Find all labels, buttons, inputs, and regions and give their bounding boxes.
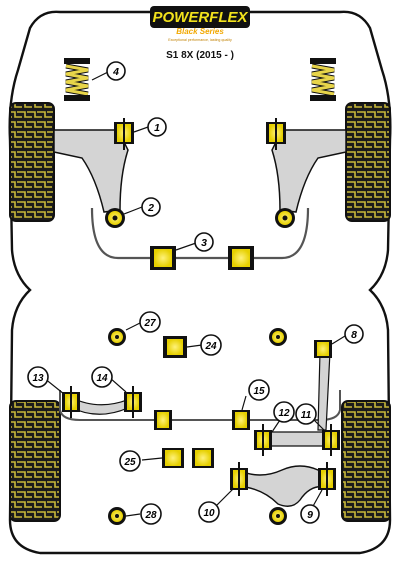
callout-1-label: 1 bbox=[154, 122, 160, 134]
callout-24-label: 24 bbox=[204, 341, 217, 352]
callout-15-label: 15 bbox=[253, 386, 265, 397]
callout-4: 4 bbox=[106, 61, 126, 81]
bush-rear-9 bbox=[318, 462, 336, 496]
bush-rear-12 bbox=[254, 424, 272, 456]
callout-2-label: 2 bbox=[147, 202, 154, 214]
callout-4-label: 4 bbox=[112, 66, 119, 78]
wheel-front-right bbox=[345, 102, 391, 222]
callout-9: 9 bbox=[300, 504, 320, 524]
bush-rear-28-left bbox=[108, 507, 126, 525]
brand-tagline: Exceptional performance, lasting quality bbox=[168, 38, 232, 42]
rear-lateral-link bbox=[261, 431, 331, 447]
bush-rear-11 bbox=[322, 424, 340, 456]
callout-13: 13 bbox=[27, 366, 49, 388]
callout-3: 3 bbox=[194, 232, 214, 252]
bush-rear-28-right bbox=[269, 507, 287, 525]
callout-9-label: 9 bbox=[307, 509, 313, 521]
bush-rear-mount-left bbox=[108, 328, 126, 346]
callout-12-label: 12 bbox=[278, 408, 290, 419]
wheel-rear-right bbox=[341, 400, 391, 522]
rear-lower-arm bbox=[237, 465, 331, 507]
bush-rear-center-24 bbox=[163, 336, 187, 358]
callout-28: 28 bbox=[140, 503, 162, 525]
callout-11: 11 bbox=[295, 403, 317, 425]
callout-25-label: 25 bbox=[123, 457, 136, 468]
callout-1: 1 bbox=[147, 117, 167, 137]
front-spring-left bbox=[64, 58, 90, 101]
bush-rear-14 bbox=[124, 386, 142, 418]
callout-3-label: 3 bbox=[201, 237, 207, 249]
callout-15: 15 bbox=[248, 379, 270, 401]
model-title: S1 8X (2015 - ) bbox=[166, 50, 234, 61]
callout-27-label: 27 bbox=[143, 318, 156, 329]
callout-28-label: 28 bbox=[144, 510, 157, 521]
bush-rear-10 bbox=[230, 462, 248, 496]
callout-14-label: 14 bbox=[96, 373, 108, 384]
bush-rear-15-left bbox=[154, 410, 172, 430]
callout-24: 24 bbox=[200, 334, 222, 356]
bush-rear-25-right bbox=[192, 448, 214, 468]
front-anti-roll-bar bbox=[90, 207, 310, 260]
bush-front-wishbone-front-right bbox=[266, 118, 286, 150]
bush-front-wishbone-rear-left bbox=[105, 208, 125, 228]
callout-8-label: 8 bbox=[351, 329, 357, 341]
callout-10-label: 10 bbox=[203, 508, 215, 519]
bush-rear-15-right bbox=[232, 410, 250, 430]
front-spring-right bbox=[310, 58, 336, 101]
brand-logo: POWERFLEX Black Series Exceptional perfo… bbox=[150, 6, 250, 42]
bush-rear-25-left bbox=[162, 448, 184, 468]
callout-14: 14 bbox=[91, 366, 113, 388]
bush-rear-13 bbox=[62, 386, 80, 418]
brand-series: Black Series bbox=[176, 27, 224, 36]
bush-front-arb-left bbox=[150, 246, 176, 270]
callout-10: 10 bbox=[198, 501, 220, 523]
bush-front-arb-right bbox=[228, 246, 254, 270]
callout-12: 12 bbox=[273, 401, 295, 423]
callout-11-label: 11 bbox=[301, 410, 312, 421]
wheel-rear-left bbox=[9, 400, 61, 522]
callout-25: 25 bbox=[119, 450, 141, 472]
bush-rear-upper-link-top bbox=[314, 340, 332, 358]
bush-front-wishbone-front-left bbox=[114, 118, 134, 150]
callout-2: 2 bbox=[141, 197, 161, 217]
brand-name: POWERFLEX bbox=[152, 9, 248, 26]
callout-27: 27 bbox=[139, 311, 161, 333]
callout-13-label: 13 bbox=[32, 373, 44, 384]
rear-anti-roll-bar bbox=[59, 390, 341, 421]
bush-rear-mount-right bbox=[269, 328, 287, 346]
wheel-front-left bbox=[9, 102, 55, 222]
callout-8: 8 bbox=[344, 324, 364, 344]
bush-front-wishbone-rear-right bbox=[275, 208, 295, 228]
